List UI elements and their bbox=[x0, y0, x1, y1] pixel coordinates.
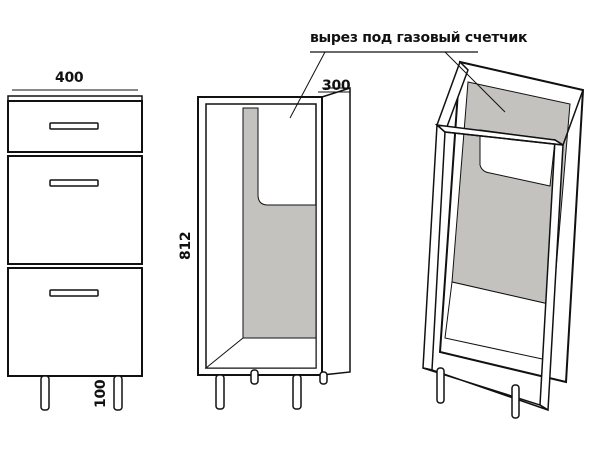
leg-height-dimension: 100 bbox=[93, 379, 109, 408]
leg bbox=[250, 369, 259, 385]
leg bbox=[40, 375, 50, 411]
leg bbox=[319, 371, 328, 385]
drawer-cabinet bbox=[7, 89, 143, 411]
leg bbox=[511, 384, 520, 419]
height-dimension: 812 bbox=[178, 231, 194, 260]
drawer-handle bbox=[49, 179, 99, 187]
drawer-handle bbox=[49, 289, 99, 297]
leg bbox=[436, 367, 445, 404]
isometric-cabinet bbox=[422, 60, 585, 419]
leg bbox=[215, 374, 225, 410]
leg bbox=[292, 374, 302, 410]
leg bbox=[113, 375, 123, 411]
width-dimension: 400 bbox=[55, 70, 84, 86]
drawer-handle bbox=[49, 122, 99, 130]
open-cabinet bbox=[197, 86, 351, 410]
cutout-note: вырез под газовый счетчик bbox=[310, 30, 528, 46]
depth-dimension: 300 bbox=[322, 78, 351, 94]
